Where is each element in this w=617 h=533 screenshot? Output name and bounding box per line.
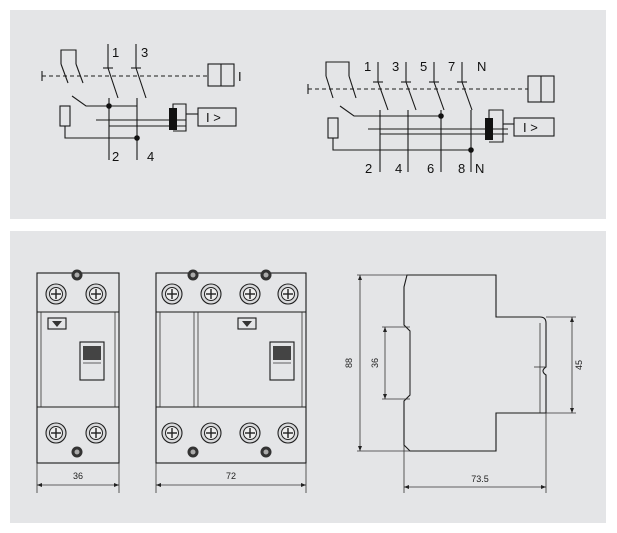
rcd-symbol-icon-4p xyxy=(237,317,257,330)
toggle-lever-icon-4p xyxy=(273,346,291,360)
terminal-label-2: 2 xyxy=(112,149,119,164)
dim-width-4pole: 72 xyxy=(226,471,236,481)
terminal-label-3: 3 xyxy=(392,59,399,74)
device-side-view: 88 36 45 73.5 xyxy=(344,274,584,493)
toggle-lever-icon xyxy=(83,346,101,360)
schematic-4pole: I > 1 3 5 7 N 2 4 6 8 N xyxy=(307,59,555,176)
terminal-screw-icon xyxy=(239,283,261,305)
terminal-label-3: 3 xyxy=(141,45,148,60)
dim-depth: 73.5 xyxy=(471,474,489,484)
terminal-label-7: 7 xyxy=(448,59,455,74)
sensing-core-icon-4p xyxy=(485,118,493,140)
dim-height-total: 88 xyxy=(344,358,354,368)
terminal-label-5: 5 xyxy=(420,59,427,74)
terminal-screw-icon xyxy=(161,283,183,305)
terminal-screw-icon xyxy=(200,283,222,305)
trip-relay-label-4p: I > xyxy=(523,120,538,135)
terminal-label-4: 4 xyxy=(147,149,154,164)
test-button-symbol: I xyxy=(238,69,242,84)
dim-height-front: 45 xyxy=(574,360,584,370)
terminal-label-4: 4 xyxy=(395,161,402,176)
pole-switches xyxy=(373,62,473,111)
terminal-label-2: 2 xyxy=(365,161,372,176)
schematic-2pole: I > I 1 3 2 4 xyxy=(41,44,242,164)
terminal-screw-icon xyxy=(85,422,107,444)
terminal-label-n-bottom: N xyxy=(475,161,484,176)
terminal-screw-icon xyxy=(239,422,261,444)
trip-relay-icon xyxy=(197,107,237,127)
terminal-screw-icon xyxy=(45,283,67,305)
terminal-screw-icon xyxy=(277,283,299,305)
trip-relay-label: I > xyxy=(206,110,221,125)
schematic-panel: I > I 1 3 2 4 I > xyxy=(10,10,606,219)
dim-height-neck: 36 xyxy=(370,358,380,368)
terminal-label-6: 6 xyxy=(427,161,434,176)
terminal-label-n-top: N xyxy=(477,59,486,74)
dim-width-2pole: 36 xyxy=(73,471,83,481)
terminal-screw-icon xyxy=(85,283,107,305)
trip-relay-icon-4p xyxy=(513,117,555,137)
terminal-screw-icon xyxy=(161,422,183,444)
sensing-core-icon xyxy=(169,108,177,130)
terminal-screw-icon xyxy=(45,422,67,444)
device-4pole-front: 72 xyxy=(155,269,307,493)
dimension-panel: 36 72 xyxy=(10,231,606,523)
terminal-screw-icon xyxy=(277,422,299,444)
schematic-drawing: I > I 1 3 2 4 I > xyxy=(41,44,555,176)
terminal-label-8: 8 xyxy=(458,161,465,176)
terminal-label-1: 1 xyxy=(112,45,119,60)
device-2pole-front: 36 xyxy=(36,269,120,493)
terminal-label-1: 1 xyxy=(364,59,371,74)
dimension-drawing: 36 72 xyxy=(36,269,584,493)
terminal-screw-icon xyxy=(200,422,222,444)
rcd-symbol-icon xyxy=(47,317,67,330)
